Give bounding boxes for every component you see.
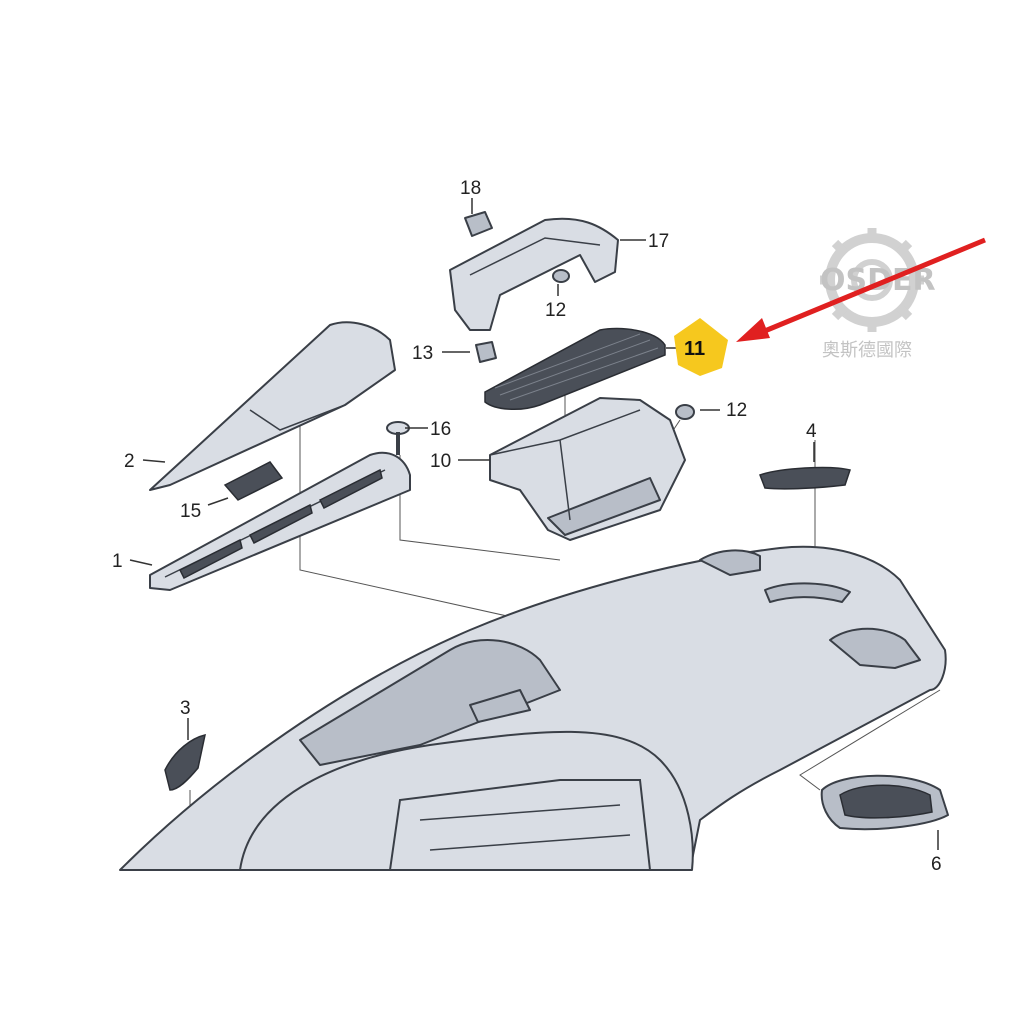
callout-3: 3 — [180, 698, 191, 719]
callout-4: 4 — [806, 421, 817, 442]
callout-1: 1 — [112, 551, 123, 572]
callout-11: 11 — [684, 338, 705, 360]
red-arrow — [736, 237, 986, 342]
part-16-screw — [386, 421, 410, 455]
part-17-bracket — [449, 217, 619, 331]
callout-10: 10 — [430, 451, 451, 472]
callout-12-upper: 12 — [545, 300, 566, 321]
part-1-vent-frame — [149, 451, 411, 591]
highlight-11 — [674, 318, 728, 376]
part-3-side-vent — [164, 734, 206, 791]
part-12-nut-lower — [675, 404, 695, 420]
callout-17: 17 — [648, 231, 669, 252]
callout-labels: 1 2 3 4 6 10 11 12 12 13 15 16 17 18 — [112, 178, 942, 875]
gear-icon — [820, 228, 924, 332]
part-2-side-cover — [149, 321, 396, 491]
part-10-air-duct — [489, 397, 686, 541]
part-15-grille — [223, 461, 284, 501]
part-12-nut-upper — [552, 269, 570, 283]
callout-13: 13 — [412, 343, 433, 364]
part-4-vent — [759, 466, 851, 490]
callout-16: 16 — [430, 419, 451, 440]
callout-18: 18 — [460, 178, 481, 199]
dashboard — [119, 545, 947, 871]
part-6-right-vent — [820, 774, 949, 831]
callout-6: 6 — [931, 854, 942, 875]
part-13-clip — [475, 341, 497, 363]
callout-15: 15 — [180, 501, 201, 522]
watermark: OSDER 奧斯德國際 — [820, 228, 936, 361]
watermark-subtitle: 奧斯德國際 — [822, 340, 912, 361]
callout-12-lower: 12 — [726, 400, 747, 421]
leader-lines — [129, 198, 939, 850]
part-18-clip — [464, 211, 493, 237]
part-11-grille-cover — [484, 327, 666, 410]
callout-2: 2 — [124, 451, 135, 472]
